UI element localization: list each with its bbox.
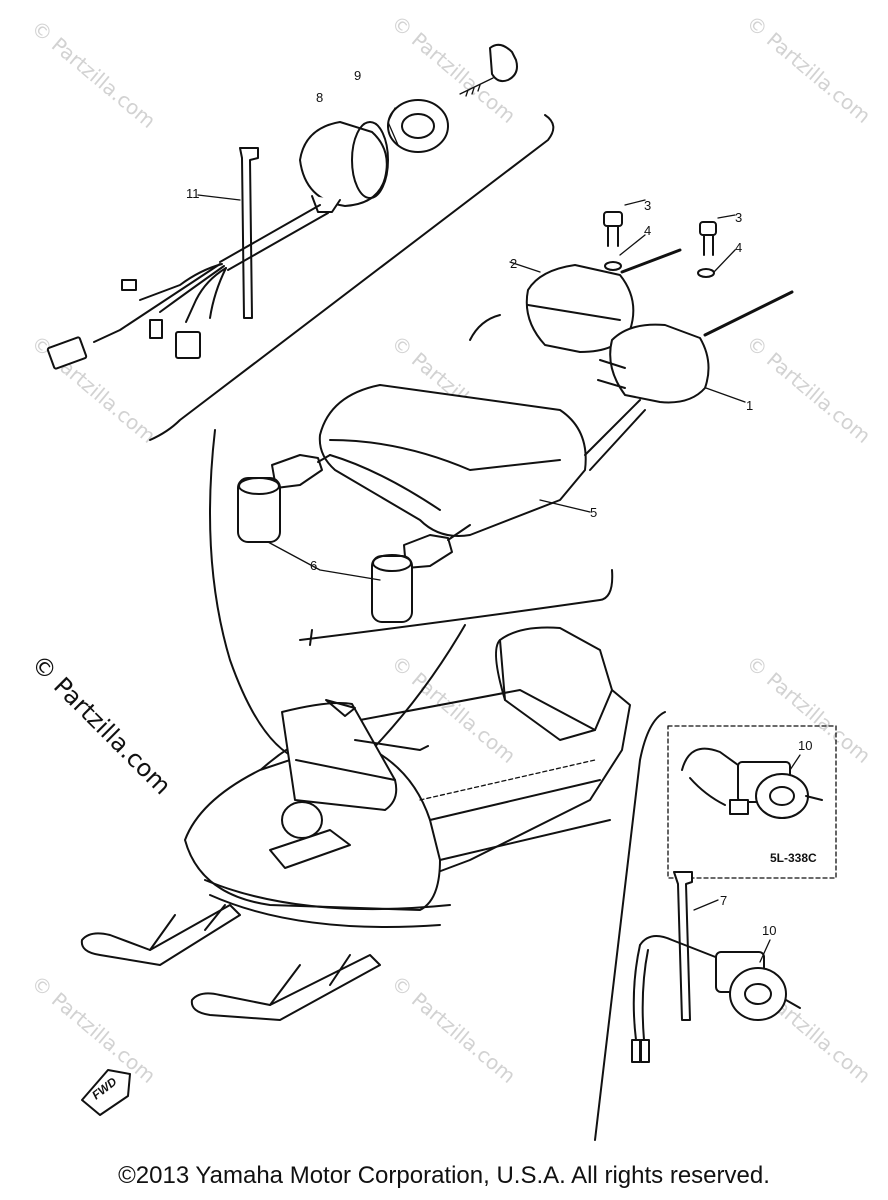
side-watermark: © Partzilla.com (26, 649, 177, 800)
upper-inset-frame (149, 114, 555, 441)
cable-tie-lower (673, 871, 719, 1021)
main-switch-body (299, 121, 389, 213)
callout-8: 8 (316, 90, 323, 105)
copyright-footer: ©2013 Yamaha Motor Corporation, U.S.A. A… (118, 1162, 770, 1189)
watermark: © Partzilla.com (742, 330, 876, 448)
spark-plug-upper (237, 477, 281, 543)
forward-arrow: FWD (81, 1069, 131, 1116)
coil-housing (318, 384, 646, 537)
callout-10b: 10 (762, 923, 776, 938)
callout-11: 11 (186, 186, 200, 201)
ignition-switch-lower (631, 935, 801, 1063)
callout-6: 6 (310, 558, 317, 573)
ignition-coil-lower (597, 290, 794, 404)
variant-inset-box (667, 725, 837, 879)
right-inset-frame (594, 711, 666, 1141)
washer-right (697, 268, 715, 278)
watermark: © Partzilla.com (27, 330, 161, 448)
watermark: © Partzilla.com (742, 10, 876, 128)
main-switch-knob (387, 99, 449, 153)
watermark: © Partzilla.com (27, 970, 161, 1088)
ignition-switch-variant (681, 747, 823, 819)
coil-inset-frame (299, 569, 614, 646)
wiring-harness (46, 204, 329, 370)
callout-4a: 4 (644, 223, 651, 238)
callout-5: 5 (590, 505, 597, 520)
callout-2: 2 (510, 256, 517, 271)
callout-9: 9 (354, 68, 361, 83)
callout-4b: 4 (735, 240, 742, 255)
spark-plug-lower (371, 554, 413, 623)
variant-label: 5L-338C (770, 851, 817, 865)
washer-left (604, 261, 622, 271)
bolt-right (699, 221, 717, 256)
key-part (459, 43, 518, 97)
leader-line (209, 429, 301, 761)
cable-tie-upper (197, 147, 259, 319)
callout-numbers: 1 2 3 3 4 4 5 6 7 8 9 10 10 11 (186, 68, 812, 938)
spark-plug-cap-upper (271, 454, 331, 489)
callout-10a: 10 (798, 738, 812, 753)
callout-3b: 3 (735, 210, 742, 225)
callout-3a: 3 (644, 198, 651, 213)
callout-1: 1 (746, 398, 753, 413)
watermark: © Partzilla.com (27, 15, 161, 133)
watermark: © Partzilla.com (387, 970, 521, 1088)
snowmobile (80, 626, 631, 1021)
bolt-left (603, 211, 623, 247)
callout-7: 7 (720, 893, 727, 908)
